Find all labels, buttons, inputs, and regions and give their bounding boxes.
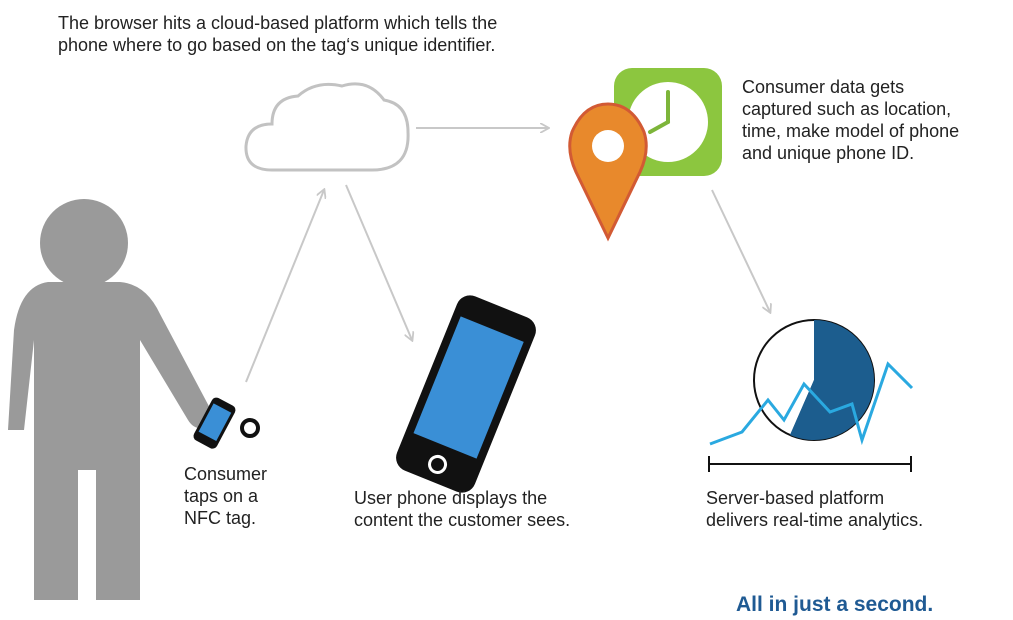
analytics-chart-icon bbox=[708, 319, 914, 472]
arrow-cloud-to-phone bbox=[345, 184, 412, 340]
person-icon bbox=[8, 199, 213, 600]
location-pin-icon bbox=[568, 102, 648, 242]
analytics-caption: Server-based platform delivers real-time… bbox=[706, 488, 924, 530]
arrow-tap-to-cloud bbox=[245, 190, 324, 383]
tap-caption: Consumer taps on a NFC tag. bbox=[184, 464, 268, 528]
data-capture-caption: Consumer data gets captured such as loca… bbox=[742, 77, 960, 163]
smartphone-icon bbox=[396, 295, 536, 493]
tagline: All in just a second. bbox=[736, 593, 934, 616]
cloud-caption: The browser hits a cloud-based platform … bbox=[58, 13, 498, 55]
nfc-tag-icon bbox=[240, 418, 260, 438]
nfc-phone-icon bbox=[193, 397, 236, 449]
phone-display-caption: User phone displays the content the cust… bbox=[354, 488, 571, 530]
arrow-data-to-analytics bbox=[711, 189, 770, 312]
cloud-icon bbox=[244, 82, 410, 172]
flow-arrows bbox=[245, 128, 770, 383]
